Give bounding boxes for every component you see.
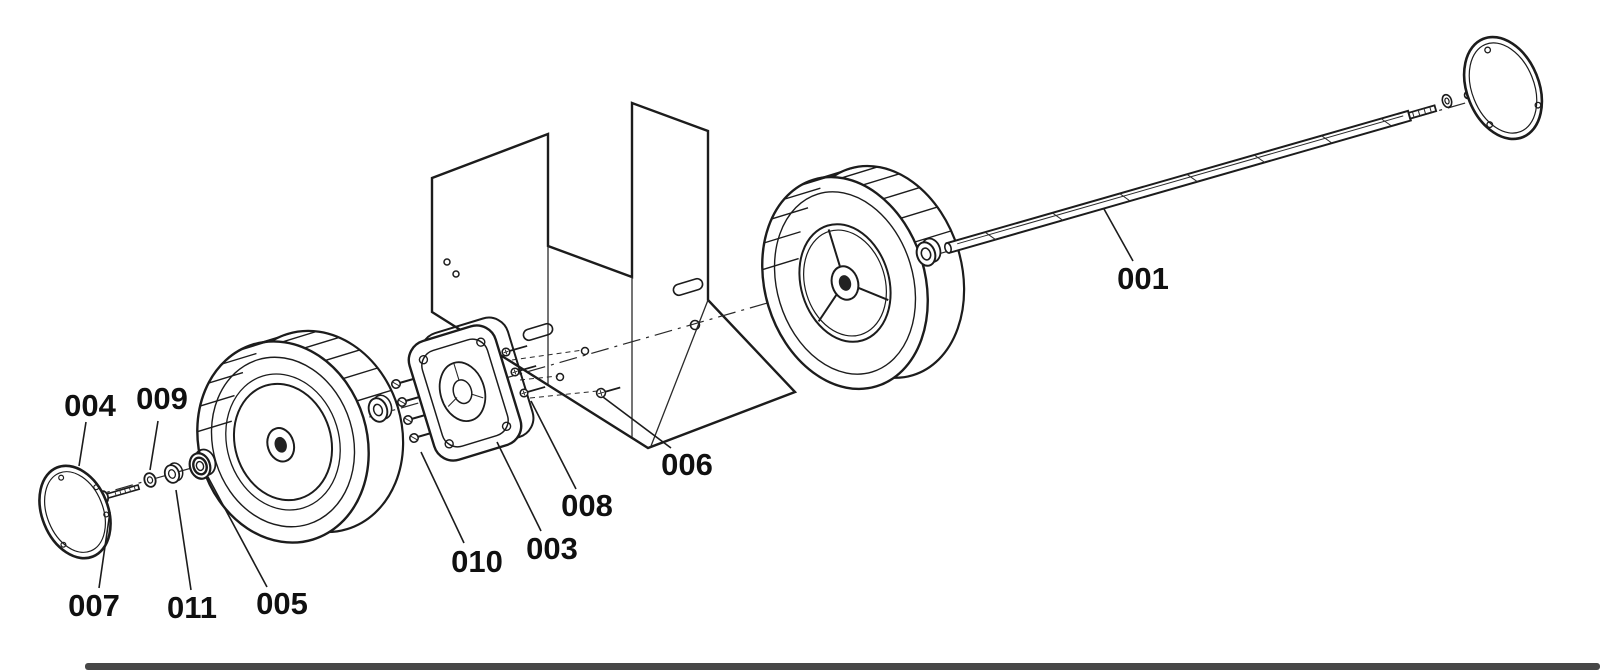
washer-009 (143, 472, 157, 488)
gearbox-housing (407, 316, 535, 462)
frame-slot (522, 322, 554, 342)
right-wheel-bearing (915, 237, 942, 267)
right-wheel (761, 164, 966, 391)
leader-011 (175, 489, 192, 591)
left-wheel (196, 329, 405, 544)
leader-003 (496, 441, 542, 532)
bolt-threads (114, 485, 136, 496)
part-label-009: 009 (136, 381, 188, 416)
right-hub-cap-assembly (1441, 35, 1544, 141)
frame-hole (580, 346, 590, 356)
axle-bore (838, 275, 852, 291)
screws-008 (501, 345, 546, 398)
axle-threaded-tip (1407, 104, 1438, 120)
gearbox-inner-flange (421, 338, 509, 448)
gearbox-front-plate (407, 324, 523, 462)
frame-chassis (430, 101, 798, 450)
sidewall-ring (225, 373, 341, 511)
part-label-003: 003 (526, 531, 578, 566)
leader-007 (98, 511, 111, 589)
part-label-001: 001 (1117, 261, 1169, 296)
leader-001 (1103, 208, 1134, 262)
part-label-010: 010 (451, 544, 503, 579)
axle-highlight (957, 115, 1404, 245)
flange-bolt-hole (476, 337, 486, 347)
bearing-005 (188, 448, 217, 480)
screw (510, 365, 537, 377)
leader-005 (207, 476, 268, 588)
screw (519, 386, 546, 398)
frame-hole (452, 270, 460, 278)
left-hub-cap (38, 464, 112, 560)
leader-lines (78, 208, 1134, 591)
frame-hole (555, 372, 565, 382)
frame-slot (672, 277, 704, 297)
flange-bolt-hole (444, 439, 454, 449)
frame-hole (443, 258, 451, 266)
tire-tread-lines (762, 166, 952, 271)
axle-body (945, 109, 1413, 255)
axle-end (944, 242, 952, 254)
scan-artifact-bottom (85, 663, 1600, 670)
axle-shaft (944, 104, 1438, 255)
leader-009 (149, 420, 159, 471)
part-label-006: 006 (661, 447, 713, 482)
axle-bore (274, 436, 287, 453)
alignment-dash-lines (511, 349, 599, 399)
part-labels: 004 009 007 011 005 010 003 008 006 001 (64, 261, 1169, 625)
frame-fold-line (650, 299, 709, 447)
leader-004 (78, 421, 87, 467)
flange-bolt-hole (418, 354, 429, 365)
part-label-007: 007 (68, 588, 120, 623)
part-label-011: 011 (167, 590, 217, 625)
washer-011 (163, 462, 184, 484)
axle-hatching (984, 106, 1432, 240)
part-label-005: 005 (256, 586, 308, 621)
frame-outline (430, 101, 798, 450)
leader-010 (420, 451, 465, 544)
part-label-004: 004 (64, 388, 116, 423)
right-hub-cap (1462, 35, 1544, 141)
screw (501, 345, 528, 357)
wheel-spokes (817, 229, 889, 322)
leader-006 (602, 396, 672, 449)
axle-spacer-washer (367, 394, 393, 423)
flange-bolt-hole (501, 421, 512, 432)
bolt-006 (595, 386, 621, 399)
axle-end-washer (1441, 93, 1453, 109)
part-label-008: 008 (561, 488, 613, 523)
leader-008 (530, 400, 577, 490)
